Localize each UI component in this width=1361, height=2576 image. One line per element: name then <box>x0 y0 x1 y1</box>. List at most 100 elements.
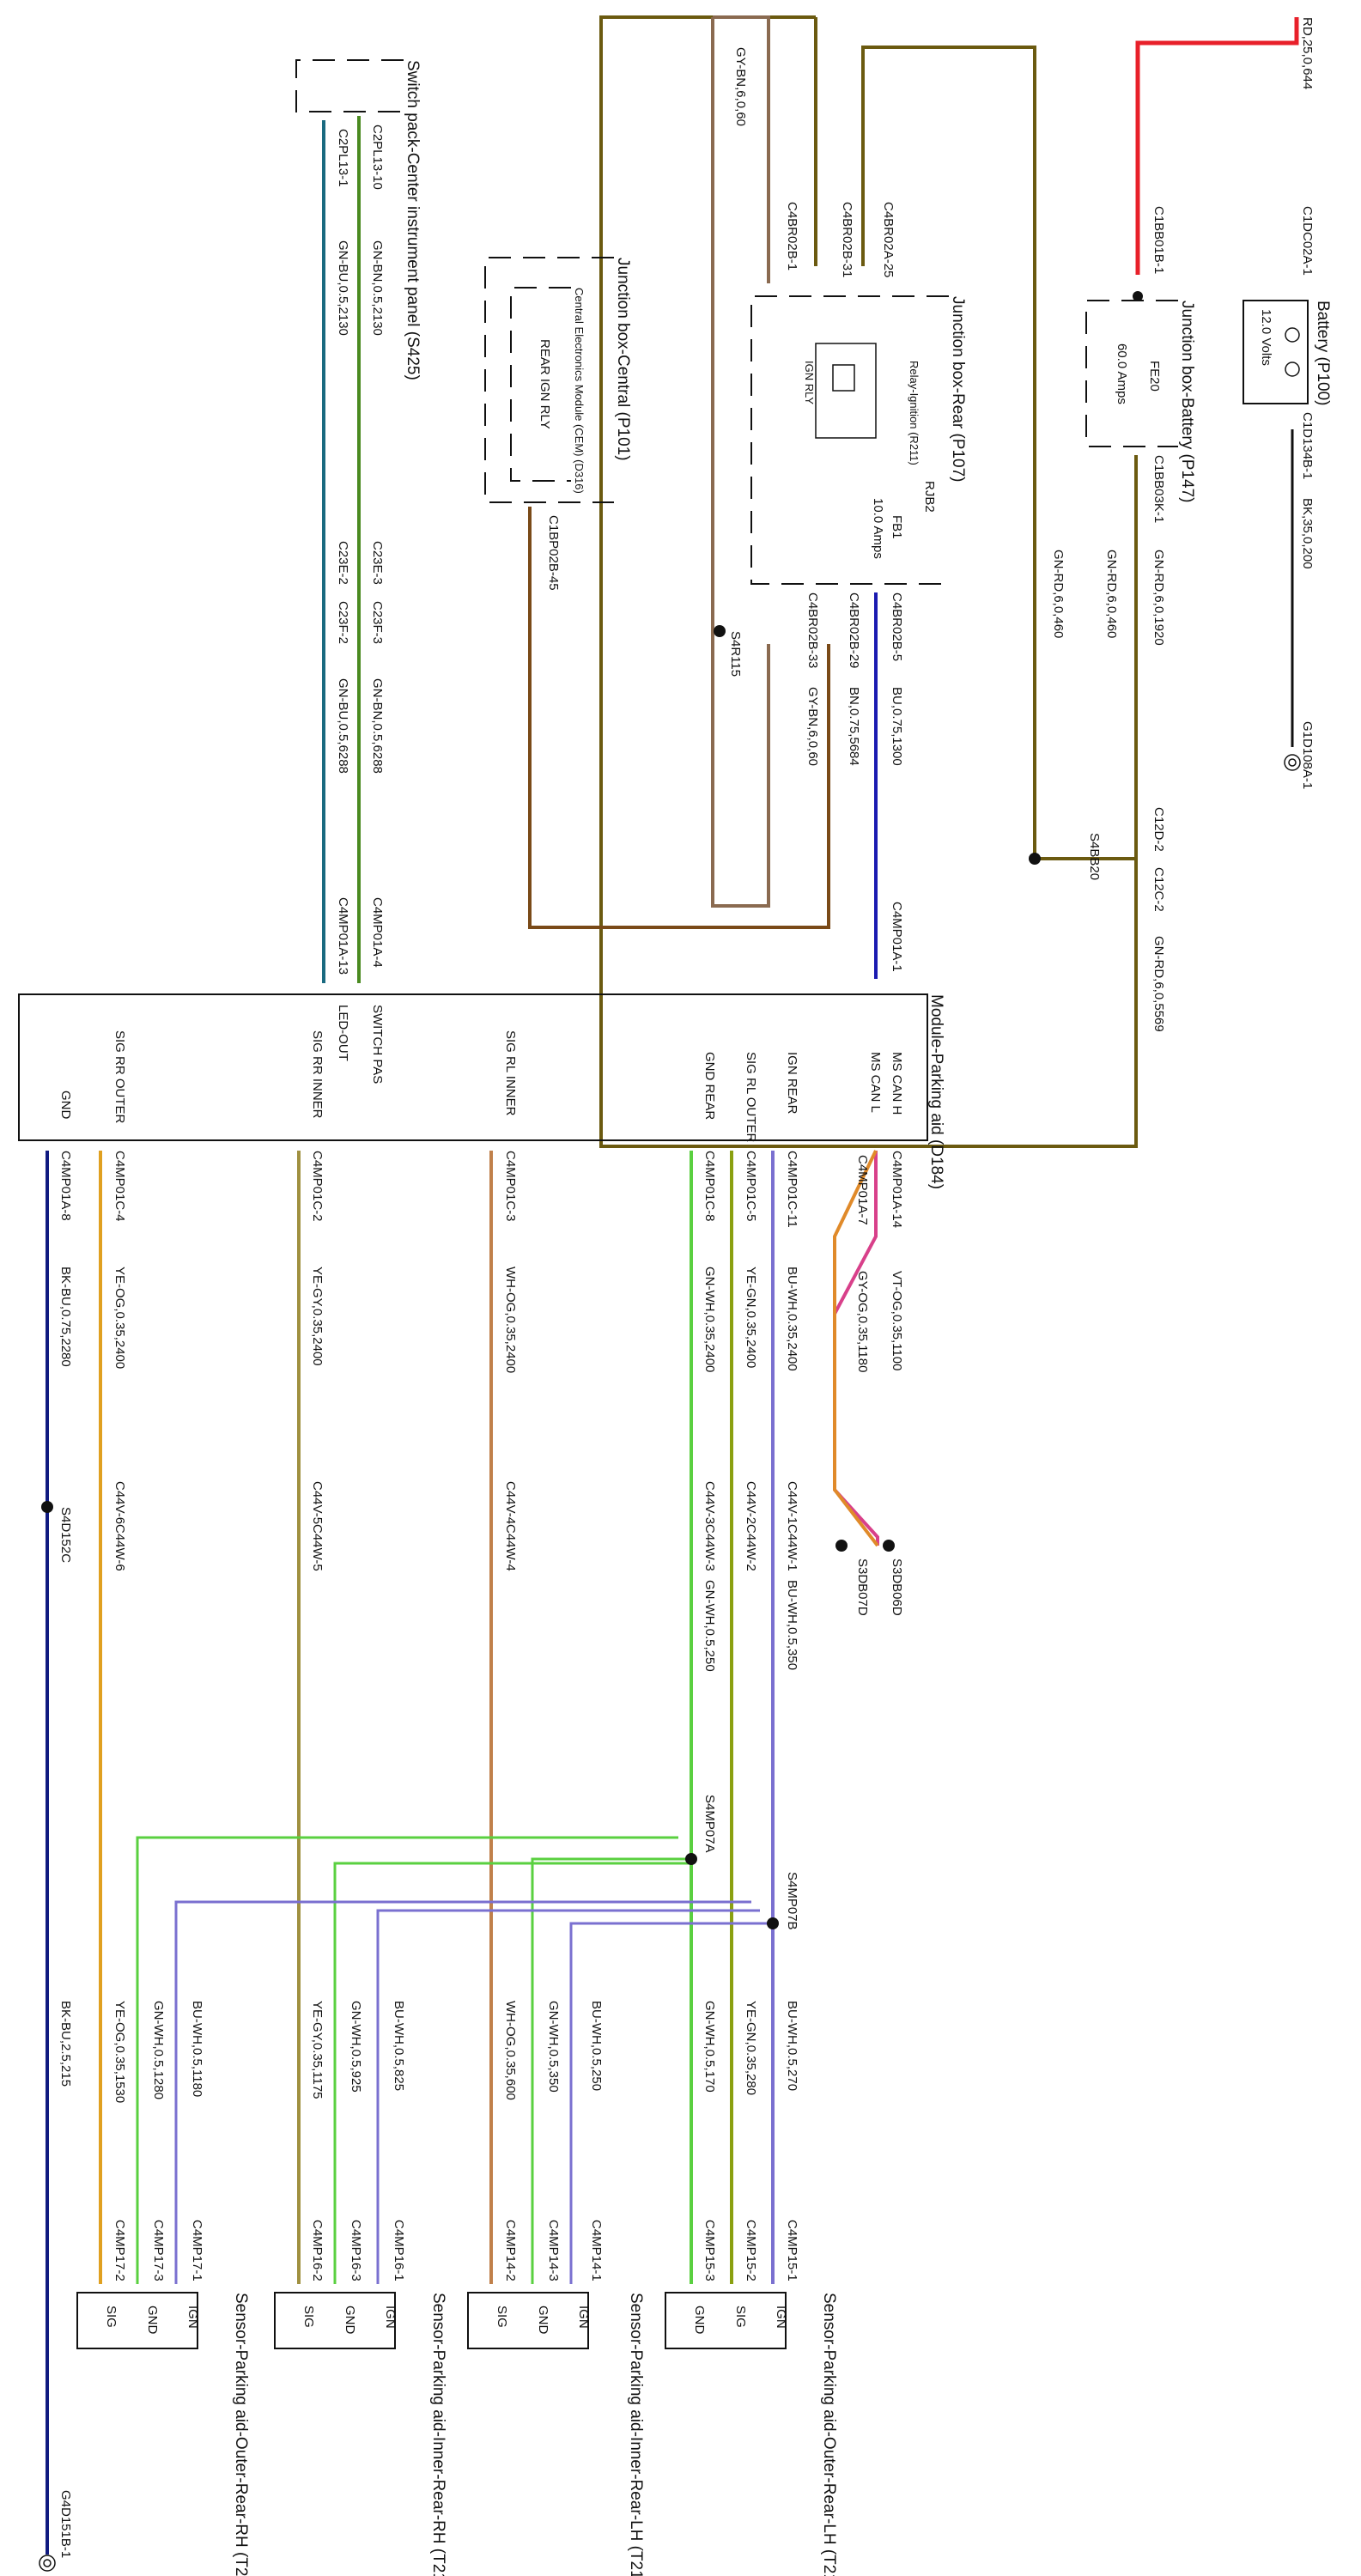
battery-voltage: 12.0 Volts <box>1259 309 1273 366</box>
conn-c48: C4MP14-1 <box>589 2220 604 2281</box>
sensor-t216-pin-ign: IGN <box>774 2306 788 2329</box>
sensor-t215-pin-sig: SIG <box>104 2306 118 2328</box>
conn-c16: C2PL13-1 <box>336 129 350 187</box>
conn-c11: C4BR02B-5 <box>890 592 904 661</box>
splice-s1: S4BB20 <box>1087 833 1102 880</box>
conn-c14: C1BP02B-45 <box>546 515 561 591</box>
battery: Battery (P100) 12.0 Volts RD,25,0,644 C1… <box>1243 17 1332 789</box>
wire-label-w3: GN-RD,6,0,1920 <box>1151 550 1166 646</box>
wire-label-w37: YE-OG,0.35,1530 <box>112 2001 127 2103</box>
wire-label-w16: GY-OG,0.35,1180 <box>855 1271 870 1372</box>
conn-c44: C44W-6 <box>112 1524 127 1571</box>
conn-c29: C4MP01C-3 <box>503 1151 518 1222</box>
splice-s7: S4MP07B <box>785 1872 799 1930</box>
sensor-t218-pin-gnd: GND <box>536 2306 550 2335</box>
conn-c51: C4MP16-1 <box>392 2220 406 2281</box>
wire-label-w20: WH-OG,0.35,2400 <box>503 1267 518 1373</box>
conn-c5: C1BB03K-1 <box>1151 455 1166 523</box>
parking-aid-module: Module-Parking aid (D184) C4MP01A-1 C4MP… <box>18 897 945 1189</box>
sensor-t216-title: Sensor-Parking aid-Outer-Rear-LH (T216) <box>820 2293 838 2576</box>
conn-c31: C4MP01C-4 <box>112 1151 127 1222</box>
wire-label-w6: GN-RD,6,0,5569 <box>1151 936 1166 1032</box>
sensor-t217-title: Sensor-Parking aid-Inner-Rear-RH (T217) <box>429 2293 447 2576</box>
conn-c13: C4BR02B-33 <box>805 592 820 668</box>
sensor-t218-pin-ign: IGN <box>576 2306 591 2329</box>
wire-label-w11: GN-BN,0.5,2130 <box>370 240 385 336</box>
conn-c8: C4BR02A-25 <box>881 202 896 277</box>
sensor-t216-pin-sig: SIG <box>733 2306 748 2328</box>
wire-label-w19: GN-WH,0.35,2400 <box>702 1267 717 1372</box>
conn-c47: C4MP15-3 <box>702 2220 717 2281</box>
conn-c4: C1BB01B-1 <box>1151 206 1166 274</box>
wire-label-w8: BU,0.75,1300 <box>890 687 904 766</box>
splice-s5: S4D152C <box>58 1507 73 1563</box>
conn-c46: C4MP15-2 <box>744 2220 758 2281</box>
conn-c7: C12C-2 <box>1151 867 1166 912</box>
splice-s2: S4R115 <box>728 631 743 677</box>
wire-gy-bn <box>711 15 770 908</box>
wire-label-w29: BU-WH,0.5,250 <box>589 2001 604 2091</box>
conn-c49: C4MP14-3 <box>546 2220 561 2281</box>
wire-label-w35: BU-WH,0.5,1180 <box>190 2001 204 2097</box>
switch-pack-title: Switch pack-Center instrument panel (S42… <box>404 60 422 380</box>
pin-gnd-rear: GND REAR <box>702 1052 717 1120</box>
conn-c24: C4MP01A-14 <box>890 1151 904 1228</box>
conn-c10: C4BR02B-1 <box>785 202 799 270</box>
wire-label-w27: YE-GN,0.35,280 <box>744 2001 758 2095</box>
module-title: Module-Parking aid (D184) <box>927 994 945 1189</box>
wire-label-w4: GN-RD,6,0,460 <box>1104 550 1119 638</box>
output-labels: C4MP01A-14 C4MP01A-7 VT-OG,0.35,1100 GY-… <box>41 1151 904 1930</box>
conn-c1: C1DC02A-1 <box>1300 206 1315 276</box>
wire-label-w22: YE-OG,0.35,2400 <box>112 1267 127 1369</box>
conn-c36: C44W-2 <box>744 1524 758 1571</box>
jb-battery-fuse: FE20 <box>1147 361 1162 392</box>
conn-c56: C4MP17-2 <box>112 2220 127 2281</box>
switch-pack: Switch pack-Center instrument panel (S42… <box>295 59 422 774</box>
wire-label-w14: GN-BU,0.5,6288 <box>336 678 350 774</box>
sensor-t215-pin-gnd: GND <box>145 2306 160 2335</box>
wire-label-w18: YE-GN,0.35,2400 <box>744 1267 758 1368</box>
sensor-t216-pin-gnd: GND <box>692 2306 707 2335</box>
wire-label-w12: GN-BU,0.5,2130 <box>336 240 350 336</box>
wire-can-l <box>833 1150 879 1547</box>
splice-s6: S4MP07A <box>702 1795 717 1853</box>
wire-label-w38: BK-BU,2.5,215 <box>58 2001 73 2087</box>
wire-gn-rd-loop <box>599 15 1138 1148</box>
sensor-t218-title: Sensor-Parking aid-Inner-Rear-LH (T218) <box>627 2293 645 2576</box>
jb-rear: Junction box-Rear (P107) RJB2 Relay-Igni… <box>714 47 967 766</box>
wire-label-w34: YE-GY,0.35,1175 <box>310 2001 325 2099</box>
wire-bu-wh-t215 <box>174 1900 751 2284</box>
pin-gnd: GND <box>58 1091 73 1120</box>
jb-rear-rating: 10.0 Amps <box>871 498 885 559</box>
conn-c6: C12D-2 <box>1151 807 1166 852</box>
conn-c53: C4MP16-2 <box>310 2220 325 2281</box>
wire-gn-wh-t217 <box>333 1862 691 2284</box>
jb-battery-rating: 60.0 Amps <box>1115 343 1129 404</box>
wire-label-w28: GN-WH,0.5,170 <box>702 2001 717 2093</box>
pin-led-out: LED-OUT <box>336 1005 350 1061</box>
conn-c40: C44W-4 <box>503 1524 518 1571</box>
wires <box>46 15 1299 2555</box>
jb-central-relay: REAR IGN RLY <box>538 339 552 429</box>
conn-c57: G4D151B-1 <box>58 2490 73 2558</box>
conn-c37: C44V-3 <box>702 1481 717 1524</box>
conn-c45: C4MP15-1 <box>785 2220 799 2281</box>
conn-c9: C4BR02B-31 <box>840 202 854 277</box>
wire-label-w21: YE-GY,0.35,2400 <box>310 1267 325 1366</box>
pin-ign-rear: IGN REAR <box>785 1052 799 1115</box>
jb-battery: Junction box-Battery (P147) FE20 60.0 Am… <box>1029 206 1196 1032</box>
sensor-wire-labels: BU-WH,0.5,270 YE-GN,0.35,280 GN-WH,0.5,1… <box>39 2001 799 2572</box>
conn-c50: C4MP14-2 <box>503 2220 518 2281</box>
jb-central-cem: Central Electronics Module (CEM) (D316) <box>573 288 586 494</box>
jb-central: Junction box-Central (P101) Central Elec… <box>484 257 632 591</box>
wire-label-w15: VT-OG,0.35,1100 <box>890 1271 904 1370</box>
conn-c28: C4MP01C-8 <box>702 1151 717 1222</box>
jb-rear-code: RJB2 <box>922 481 937 513</box>
pin-ms-can-h: MS CAN H <box>890 1052 904 1115</box>
jb-rear-relay: Relay-Ignition (R211) <box>908 361 920 465</box>
wire-label-w33: GN-WH,0.5,925 <box>349 2001 363 2093</box>
wire-label-w26: BU-WH,0.5,270 <box>785 2001 799 2091</box>
conn-c42: C44W-5 <box>310 1524 325 1571</box>
wire-label-w1: RD,25,0,644 <box>1300 17 1315 89</box>
conn-c54: C4MP17-1 <box>190 2220 204 2281</box>
